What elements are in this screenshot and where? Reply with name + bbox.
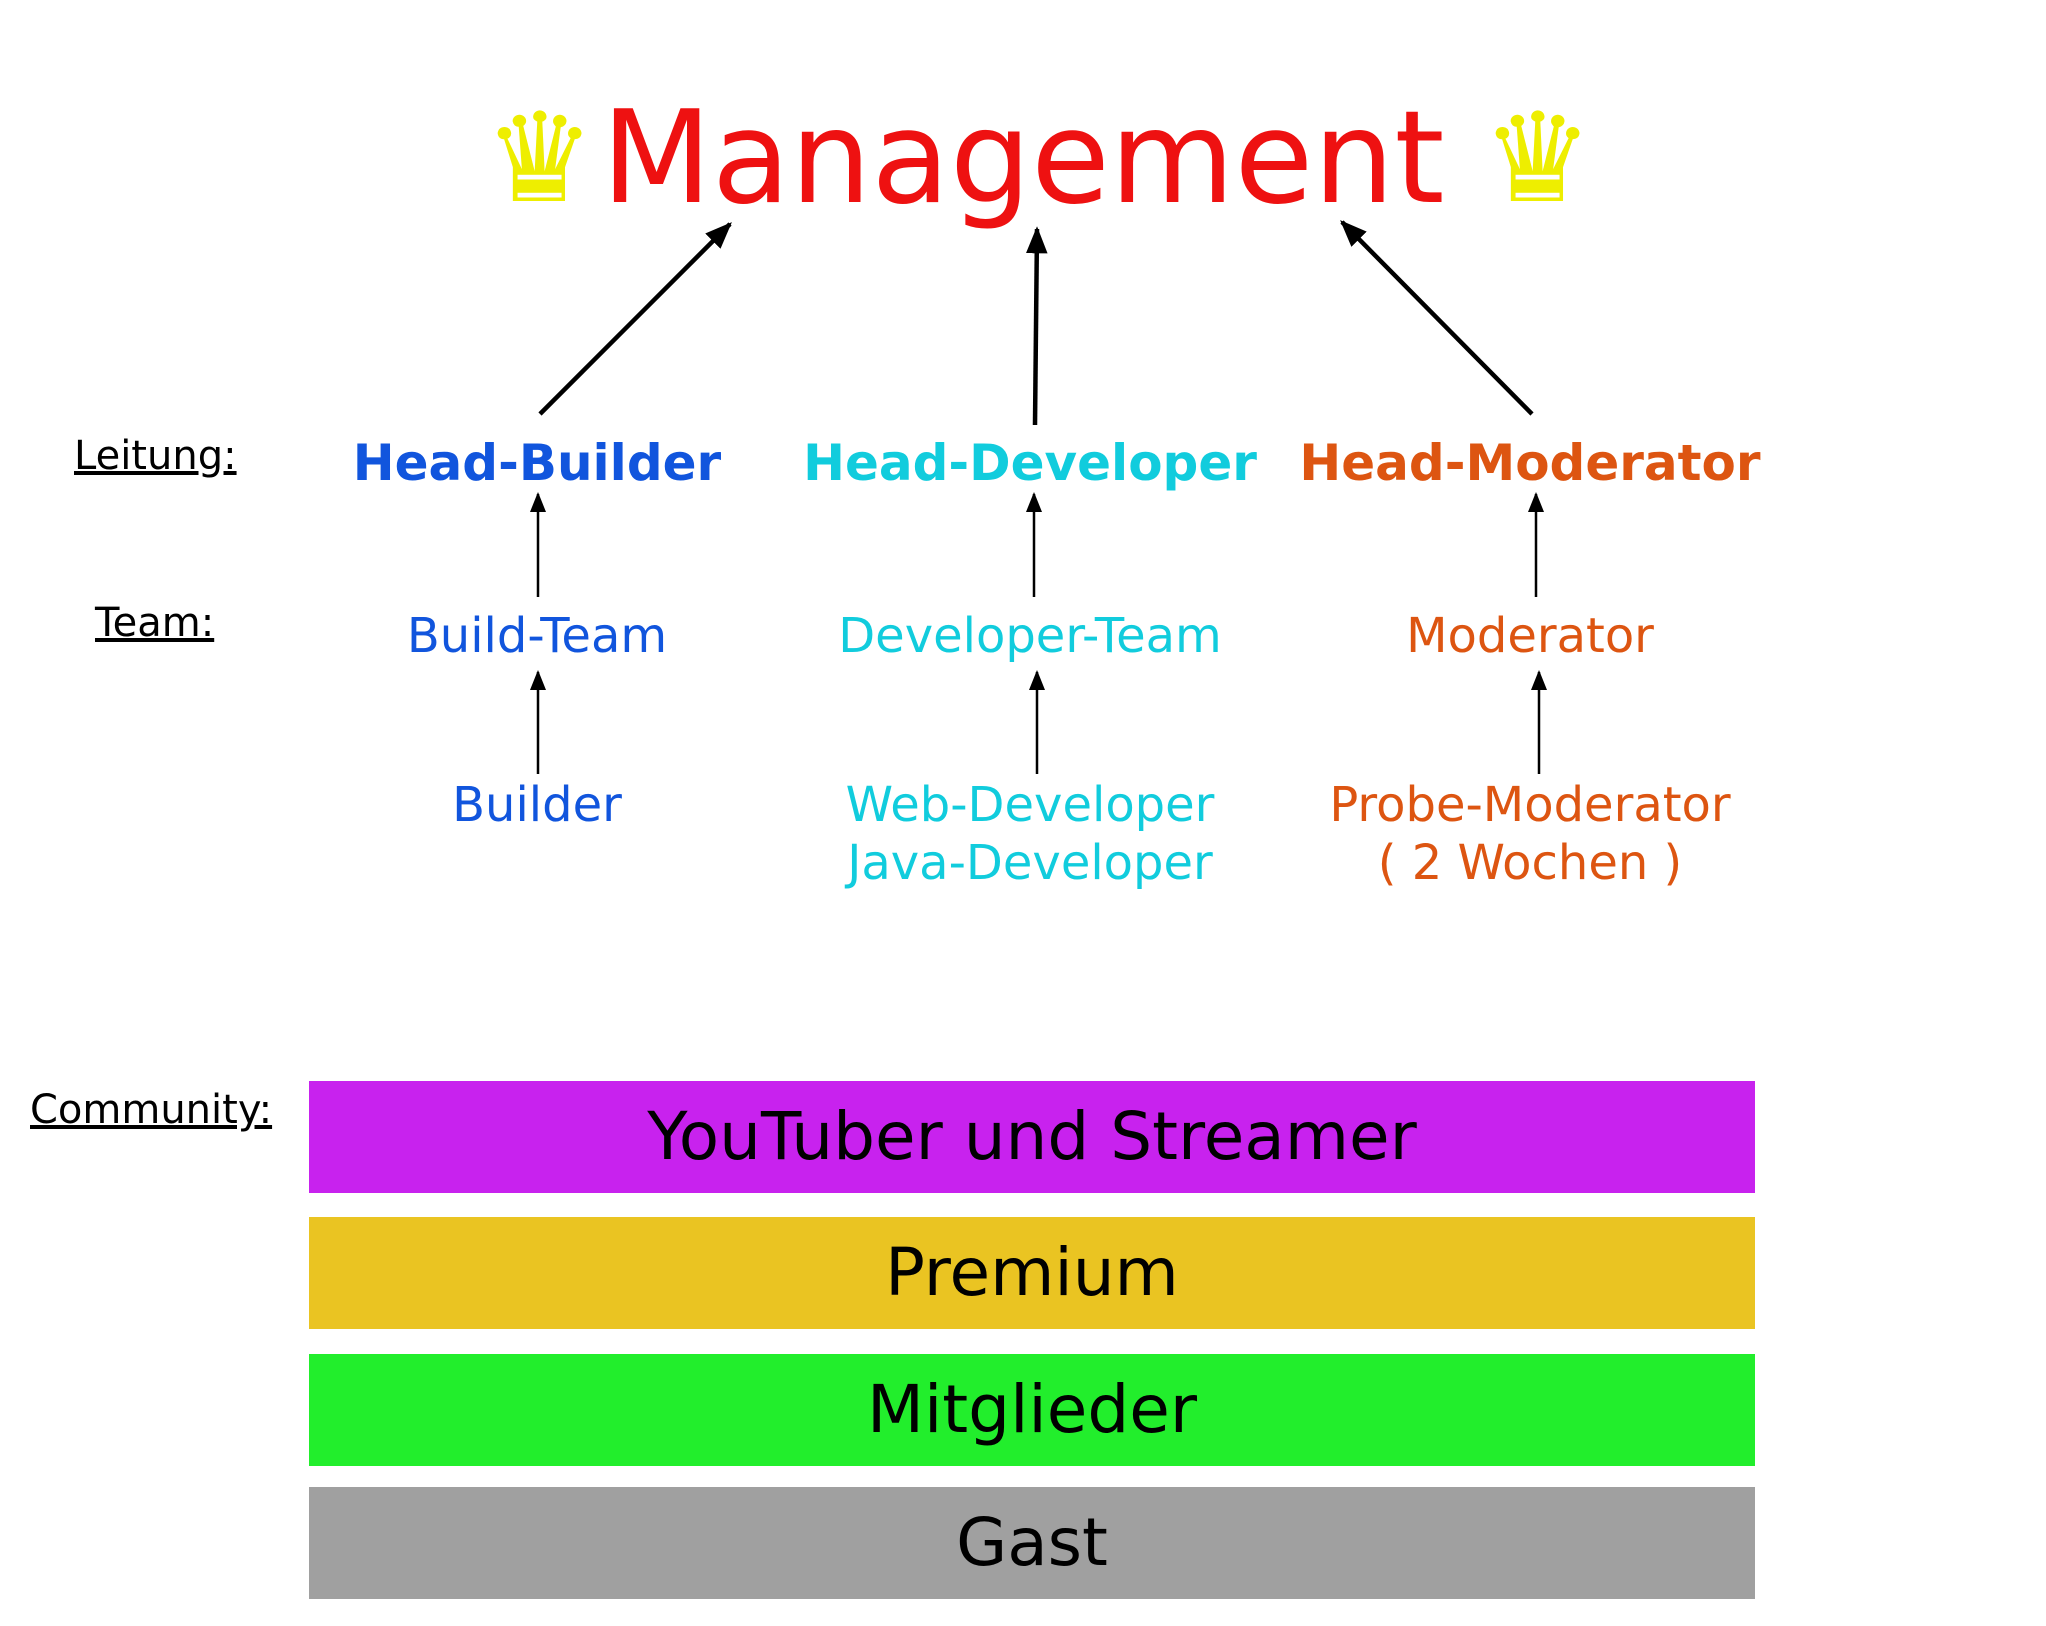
- arrow-head-developer-to-management: [1025, 226, 1048, 426]
- developer-team: Developer-Team: [838, 608, 1222, 664]
- probe-moderator: Probe-Moderator: [1329, 777, 1731, 833]
- label-community: Community:: [30, 1087, 273, 1133]
- label-leitung: Leitung:: [74, 433, 237, 479]
- build-team: Build-Team: [406, 608, 668, 664]
- head-builder: Head-Builder: [352, 434, 722, 492]
- community-bar-gast: Gast: [309, 1487, 1755, 1599]
- web-developer: Web-Developer: [845, 777, 1215, 833]
- crown-icon: ♛: [1482, 87, 1594, 231]
- arrow-head-builder-to-management: [538, 222, 732, 416]
- community-bar-premium: Premium: [309, 1217, 1755, 1329]
- arrow-head-moderator-to-management: [1340, 220, 1534, 416]
- probe-duration: ( 2 Wochen ): [1377, 835, 1683, 891]
- community-bar-youtuber: YouTuber und Streamer: [309, 1081, 1755, 1193]
- moderator: Moderator: [1406, 608, 1654, 664]
- page-title: Management: [601, 84, 1445, 233]
- java-developer: Java-Developer: [847, 835, 1213, 891]
- community-bar-mitglieder: Mitglieder: [309, 1354, 1755, 1466]
- head-moderator: Head-Moderator: [1299, 434, 1761, 492]
- crown-icon: ♛: [484, 87, 596, 231]
- head-developer: Head-Developer: [803, 434, 1257, 492]
- label-team: Team:: [95, 600, 215, 646]
- builder: Builder: [452, 777, 622, 833]
